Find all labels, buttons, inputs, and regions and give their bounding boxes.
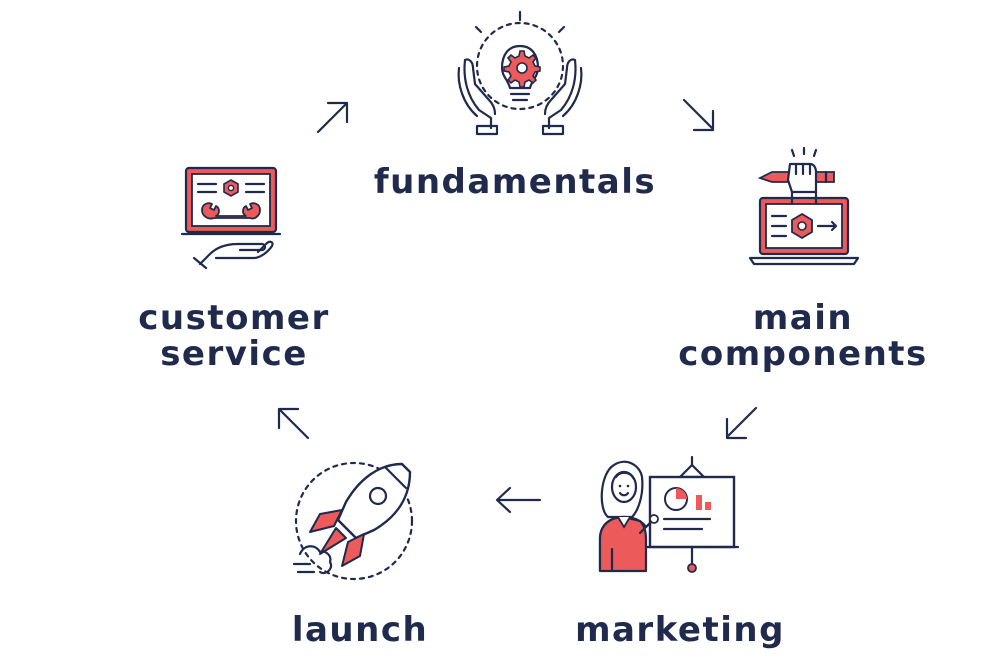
step-label-main-components: main components [666,300,940,372]
arrow-up-left-icon [277,407,310,440]
laptop-pencil-gear-icon [748,146,860,266]
step-label-line: service [160,334,308,374]
step-label-marketing: marketing [560,612,800,648]
step-label-line: launch [291,610,429,650]
arrow-down-right-icon [682,98,715,132]
step-label-line: components [678,334,928,374]
step-label-customer-service: customer service [124,300,344,372]
rocket-icon [292,461,414,581]
laptop-wrench-hand-icon [180,166,282,270]
step-label-line: customer [138,298,330,338]
step-label-line: marketing [575,610,785,650]
arrow-left-icon [495,486,542,514]
step-label-launch: launch [270,612,450,648]
arrow-up-right-icon [316,101,349,134]
step-label-line: fundamentals [373,162,657,202]
step-label-fundamentals: fundamentals [360,164,670,200]
arrow-down-left-icon [725,406,758,440]
lightbulb-gear-hands-icon [457,10,583,136]
presenter-chart-board-icon [598,455,740,573]
step-label-line: main [752,298,854,338]
